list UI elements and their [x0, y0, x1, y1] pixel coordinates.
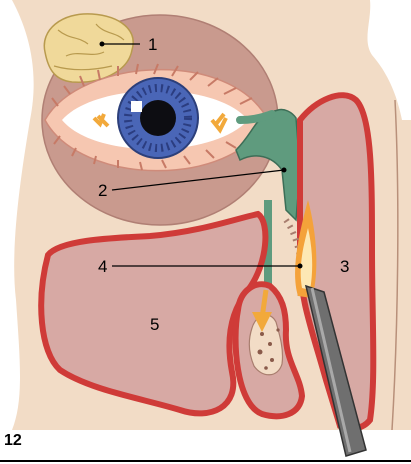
label-5: 5 — [150, 315, 159, 334]
pupil — [140, 100, 176, 136]
left-margin — [0, 0, 12, 430]
label-2: 2 — [98, 181, 107, 200]
eye-highlight — [131, 101, 142, 112]
figure-number: 12 — [4, 432, 22, 450]
label-4: 4 — [98, 257, 107, 276]
leader-dot-4 — [298, 264, 303, 269]
label-3: 3 — [340, 257, 349, 276]
label-1: 1 — [148, 35, 157, 54]
leader-dot-2 — [282, 168, 287, 173]
leader-dot-1 — [100, 42, 105, 47]
